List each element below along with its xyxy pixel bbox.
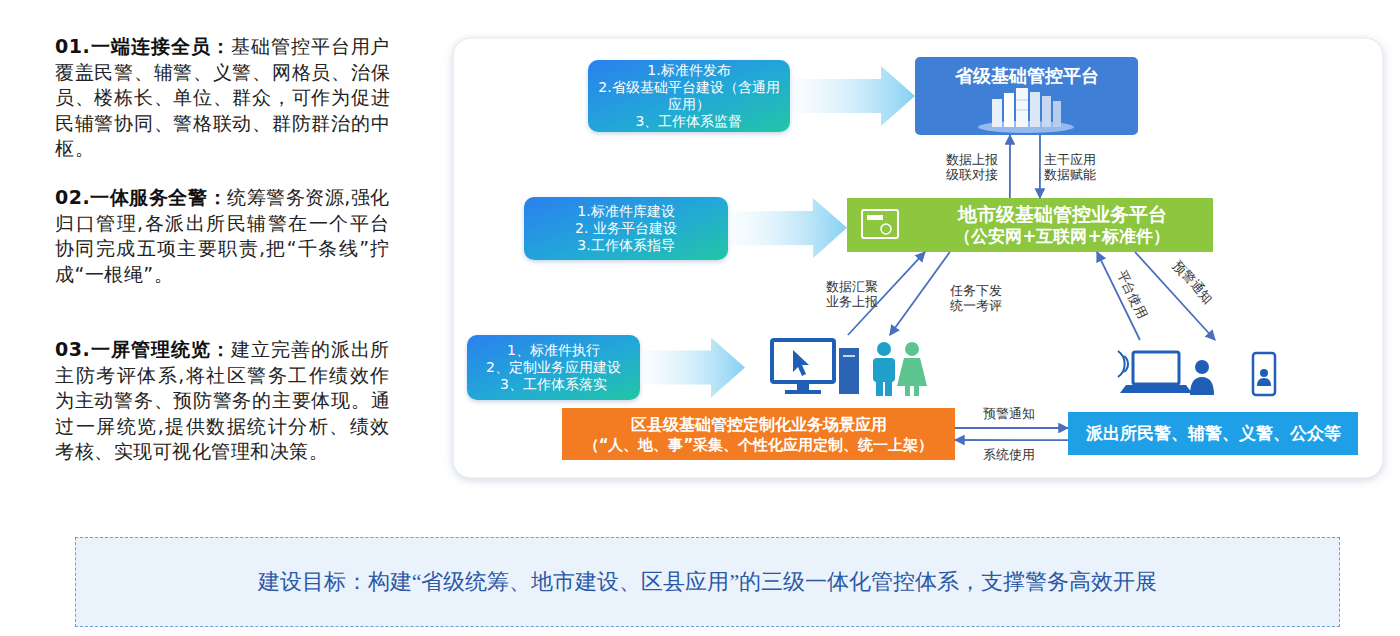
person-dress bbox=[897, 358, 927, 386]
building-base bbox=[978, 121, 1074, 133]
monitor bbox=[772, 340, 834, 382]
node-text: 3.工作体系指导 bbox=[577, 237, 674, 254]
connector-arrow bbox=[1009, 135, 1011, 198]
edge-label: 系统使用 bbox=[983, 447, 1035, 462]
phone-user-body bbox=[1257, 378, 1271, 386]
monitor-base bbox=[785, 390, 821, 394]
paragraph: 03.一屏管理统览：建立完善的派出所主防考评体系,将社区警务工作绩效作为主动警务… bbox=[55, 337, 390, 465]
person-leg bbox=[876, 380, 883, 396]
node-text: 1.标准件发布 bbox=[647, 62, 730, 79]
paragraph-heading: 02.一体服务全警： bbox=[55, 186, 227, 208]
flow-beam bbox=[640, 338, 745, 398]
task-box: 1、标准件执行2、定制业务应用建设3、工作体系落实 bbox=[467, 335, 640, 400]
person-leg bbox=[885, 380, 892, 396]
signal-arc bbox=[1118, 351, 1125, 377]
goal-box: 建设目标：构建“省级统筹、地市建设、区县应用”的三级一体化管控体系，支撑警务高效… bbox=[75, 537, 1340, 627]
platform-box: 省级基础管控平台 bbox=[915, 57, 1138, 135]
laptop-screen bbox=[1133, 352, 1179, 384]
server-outline bbox=[862, 210, 898, 238]
task-box: 1.标准件发布2.省级基础平台建设（含通用应用）3、工作体系监督 bbox=[588, 60, 790, 132]
pc-tower bbox=[839, 348, 859, 394]
person-head bbox=[877, 342, 891, 356]
people-icon bbox=[873, 342, 927, 396]
laptop-base bbox=[1120, 385, 1192, 393]
person-head bbox=[905, 342, 919, 356]
diagram-panel bbox=[453, 38, 1383, 478]
edge-label: 任务下发 统一考评 bbox=[948, 283, 1004, 313]
signal-arc bbox=[1124, 356, 1128, 372]
person-leg bbox=[905, 385, 910, 396]
server-icon bbox=[862, 210, 898, 238]
cursor bbox=[793, 350, 809, 376]
flow-beam bbox=[728, 198, 847, 258]
connector-arrow bbox=[848, 252, 925, 335]
flow-beam bbox=[790, 66, 915, 126]
node-text: 1、标准件执行 bbox=[507, 342, 600, 359]
connector-arrow bbox=[1039, 135, 1041, 198]
building-block bbox=[1004, 93, 1014, 127]
node-text: 地市级基础管控业务平台 bbox=[958, 203, 1167, 226]
computer-icon bbox=[772, 340, 859, 394]
building-line bbox=[1016, 110, 1028, 111]
band-fill: 派出所民警、辅警、义警、公众等 bbox=[1068, 412, 1358, 455]
server-slot bbox=[867, 215, 883, 220]
monitor-stand bbox=[797, 382, 809, 390]
server-dial bbox=[881, 224, 891, 234]
connector-arrow bbox=[890, 252, 950, 335]
building-block bbox=[1030, 92, 1040, 127]
connector-arrow bbox=[1097, 252, 1140, 340]
node-text: 建设目标：构建“省级统筹、地市建设、区县应用”的三级一体化管控体系，支撑警务高效… bbox=[258, 567, 1158, 597]
paragraph: 01.一端连接全员：基础管控平台用户覆盖民警、辅警、义警、网格员、治保员、楼栋长… bbox=[55, 34, 390, 162]
connector-arrow bbox=[955, 427, 1068, 429]
connector-arrow bbox=[955, 439, 1068, 441]
phone-user-head bbox=[1260, 369, 1268, 377]
pc-tower-line bbox=[843, 355, 855, 357]
user-band: 派出所民警、辅警、义警、公众等 bbox=[1068, 340, 1358, 455]
person-body bbox=[873, 358, 895, 382]
node-text: 3、工作体系监督 bbox=[636, 113, 743, 130]
edge-label: 预警通知 bbox=[1170, 258, 1216, 307]
building-line bbox=[1016, 100, 1028, 101]
node-text: 区县级基础管控定制化业务场景应用 bbox=[631, 414, 887, 435]
platform-box: 地市级基础管控业务平台（公安网+互联网+标准件） bbox=[847, 198, 1213, 252]
application-band: 区县级基础管控定制化业务场景应用（“人、地、事”采集、个性化应用定制、统一上架） bbox=[745, 335, 955, 460]
edge-label: 主干应用 数据赋能 bbox=[1042, 152, 1098, 182]
node-text: （公安网+互联网+标准件） bbox=[954, 226, 1170, 247]
connector-arrow bbox=[1135, 252, 1215, 340]
user-head bbox=[1195, 360, 1209, 374]
task-box: 1.标准件库建设2. 业务平台建设3.工作体系指导 bbox=[524, 197, 728, 260]
node-text: 省级基础管控平台 bbox=[955, 64, 1099, 88]
laptop-icon bbox=[1118, 351, 1214, 395]
building-block bbox=[1016, 88, 1028, 127]
building-block bbox=[1042, 96, 1051, 127]
phone-body bbox=[1253, 353, 1275, 395]
phone-icon bbox=[1253, 353, 1275, 395]
building-block bbox=[992, 99, 1002, 127]
edge-label: 数据汇聚 业务上报 bbox=[824, 279, 880, 309]
node-text: 2. 业务平台建设 bbox=[575, 220, 677, 237]
node-text: 2.省级基础平台建设（含通用应用） bbox=[593, 79, 785, 113]
edge-label: 平台使用 bbox=[1114, 267, 1150, 320]
person-leg bbox=[914, 385, 919, 396]
building-icon bbox=[978, 88, 1074, 133]
paragraph-heading: 01.一端连接全员： bbox=[55, 35, 231, 57]
node-text: 2、定制业务应用建设 bbox=[486, 359, 621, 376]
node-text: （“人、地、事”采集、个性化应用定制、统一上架） bbox=[584, 435, 934, 455]
edge-label: 预警通知 bbox=[983, 405, 1035, 420]
node-text: 1.标准件库建设 bbox=[577, 203, 674, 220]
edge-label: 数据上报 级联对接 bbox=[944, 152, 1000, 182]
building-block bbox=[1053, 101, 1061, 127]
band-fill: 区县级基础管控定制化业务场景应用（“人、地、事”采集、个性化应用定制、统一上架） bbox=[562, 408, 955, 460]
node-text: 派出所民警、辅警、义警、公众等 bbox=[1086, 422, 1341, 445]
node-text: 3、工作体系落实 bbox=[500, 376, 607, 393]
paragraph: 02.一体服务全警：统筹警务资源,强化归口管理,各派出所民辅警在一个平台协同完成… bbox=[55, 185, 390, 287]
paragraph-heading: 03.一屏管理统览： bbox=[55, 338, 231, 360]
user-body bbox=[1190, 377, 1214, 395]
